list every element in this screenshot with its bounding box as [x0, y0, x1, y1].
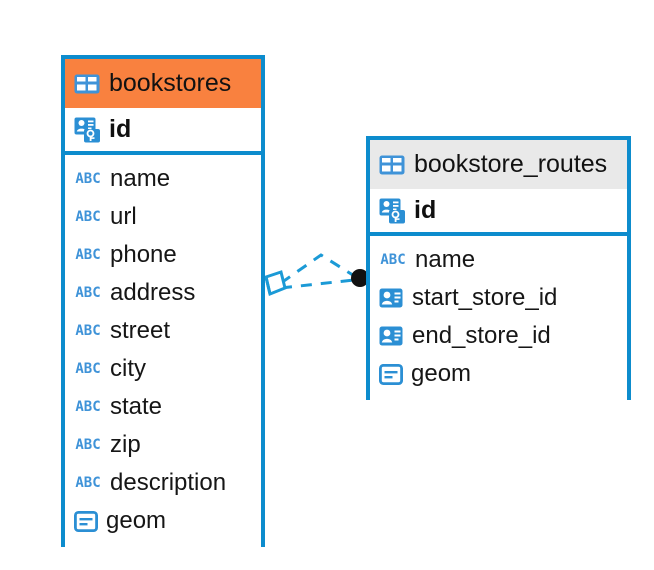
geometry-icon — [74, 510, 98, 532]
entity-title-bookstore-routes: bookstore_routes — [414, 150, 608, 178]
field-label: zip — [110, 431, 141, 458]
entity-bookstores[interactable]: bookstores id — [61, 55, 265, 547]
field-row-url[interactable]: ABC url — [65, 198, 261, 236]
field-label: end_store_id — [412, 322, 551, 349]
abc-text-icon: ABC — [75, 209, 101, 225]
relationship-line-straight — [280, 278, 355, 290]
field-row-zip[interactable]: ABC zip — [65, 426, 261, 464]
field-label: geom — [106, 507, 167, 534]
rhombus-tail-icon — [264, 276, 272, 295]
field-label: name — [415, 246, 476, 273]
field-row-description[interactable]: ABC description — [65, 464, 261, 502]
field-row-end-store-id[interactable]: end_store_id — [370, 317, 627, 355]
field-row-name[interactable]: ABC name — [65, 160, 261, 198]
field-label: start_store_id — [412, 284, 558, 311]
field-label: url — [110, 203, 137, 230]
field-list-bookstore-routes: ABC name start_store_id — [370, 236, 627, 400]
primary-key-row-bookstores[interactable]: id — [65, 108, 261, 155]
field-row-phone[interactable]: ABC phone — [65, 236, 261, 274]
field-label: city — [110, 355, 146, 382]
abc-text-icon: ABC — [75, 475, 101, 491]
field-list-bookstores: ABC name ABC url ABC phone ABC address A… — [65, 155, 261, 547]
primary-key-label-bookstore-routes: id — [414, 196, 437, 224]
entity-header-bookstores[interactable]: bookstores — [65, 59, 261, 108]
field-row-city[interactable]: ABC city — [65, 350, 261, 388]
relationship-line-arched — [280, 253, 357, 285]
abc-text-icon: ABC — [75, 247, 101, 263]
field-label: state — [110, 393, 163, 420]
field-row-name[interactable]: ABC name — [370, 241, 627, 279]
abc-text-icon: ABC — [75, 437, 101, 453]
table-icon — [74, 74, 100, 94]
field-label: name — [110, 165, 171, 192]
primary-key-icon — [74, 117, 101, 143]
field-row-geom[interactable]: geom — [370, 355, 627, 393]
abc-text-icon: ABC — [75, 323, 101, 339]
geometry-icon — [379, 363, 403, 385]
primary-key-label-bookstores: id — [109, 115, 132, 143]
field-label: address — [110, 279, 196, 306]
abc-text-icon: ABC — [75, 399, 101, 415]
primary-key-row-bookstore-routes[interactable]: id — [370, 189, 627, 236]
field-row-geom[interactable]: geom — [65, 502, 261, 540]
foreign-key-icon — [379, 326, 404, 347]
entity-title-bookstores: bookstores — [109, 69, 232, 97]
abc-text-icon: ABC — [75, 171, 101, 187]
abc-text-icon: ABC — [75, 285, 101, 301]
abc-text-icon: ABC — [380, 252, 406, 268]
foreign-key-icon — [379, 288, 404, 309]
field-row-start-store-id[interactable]: start_store_id — [370, 279, 627, 317]
field-label: phone — [110, 241, 177, 268]
field-label: geom — [411, 360, 472, 387]
rhombus-open-marker-icon — [264, 270, 287, 297]
field-label: street — [110, 317, 171, 344]
field-row-state[interactable]: ABC state — [65, 388, 261, 426]
table-icon — [379, 155, 405, 175]
entity-bookstore-routes[interactable]: bookstore_routes id — [366, 136, 631, 400]
field-label: description — [110, 469, 227, 496]
abc-text-icon: ABC — [75, 361, 101, 377]
entity-header-bookstore-routes[interactable]: bookstore_routes — [370, 140, 627, 189]
field-row-street[interactable]: ABC street — [65, 312, 261, 350]
field-row-address[interactable]: ABC address — [65, 274, 261, 312]
primary-key-icon — [379, 198, 406, 224]
